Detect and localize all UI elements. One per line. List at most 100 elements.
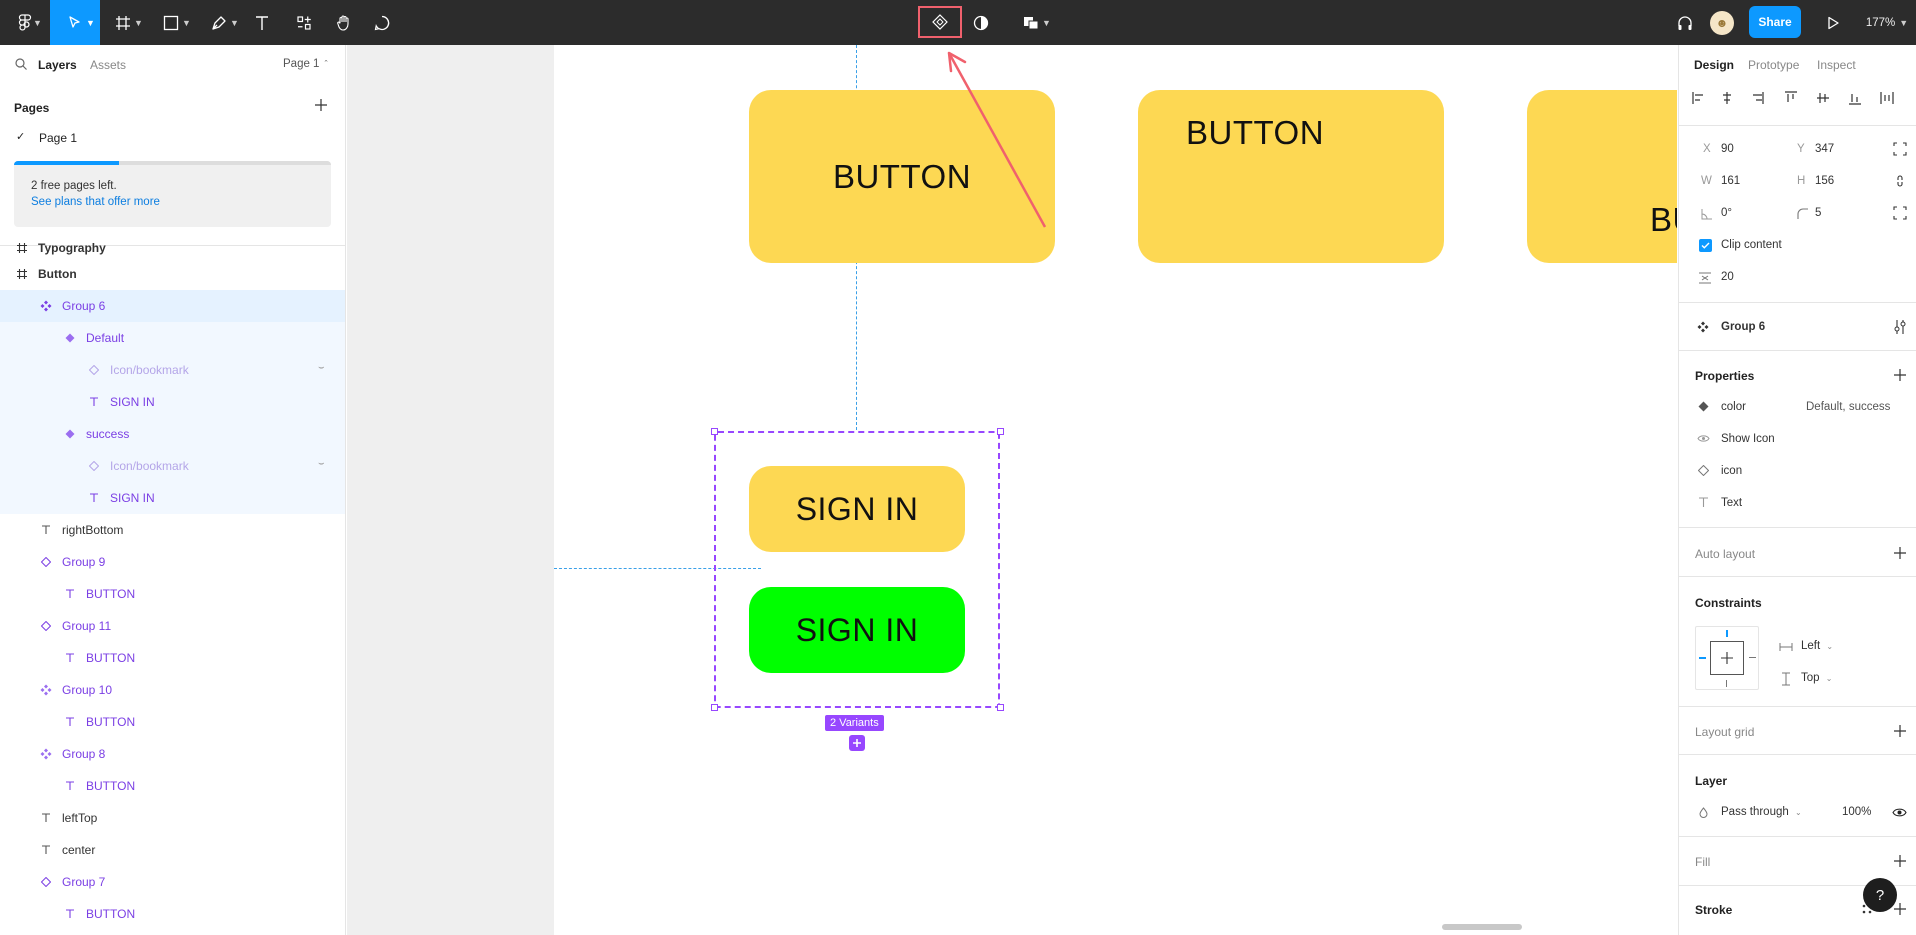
layer-row-lefttop[interactable]: leftTop	[0, 802, 345, 834]
add-page-button[interactable]	[314, 98, 328, 115]
w-input[interactable]: 161	[1721, 175, 1741, 187]
resize-handle[interactable]	[711, 428, 718, 435]
constraint-bottom-indicator[interactable]	[1726, 680, 1727, 687]
add-layout-grid-icon[interactable]	[1893, 724, 1907, 738]
upgrade-plans-link[interactable]: See plans that offer more	[31, 196, 160, 208]
component-set-frame[interactable]	[714, 431, 1000, 708]
canvas-button-3[interactable]: BU	[1527, 90, 1677, 263]
layer-row-group-6[interactable]: Group 6	[0, 290, 345, 322]
add-property-icon[interactable]	[1893, 368, 1907, 382]
tab-assets[interactable]: Assets	[90, 58, 127, 72]
clip-content-checkbox[interactable]	[1699, 239, 1712, 252]
move-tool-button[interactable]: ▼	[50, 0, 100, 45]
horizontal-constraint-select[interactable]: Left ⌄	[1801, 640, 1833, 652]
spacing-input[interactable]: 20	[1721, 271, 1734, 283]
alignment-toolbar-icon[interactable]	[1691, 90, 1907, 106]
page-item-page-1[interactable]: ✓ Page 1	[0, 122, 345, 152]
property-text[interactable]: Text	[1721, 497, 1743, 509]
property-color-value[interactable]: Default, success	[1806, 401, 1891, 413]
property-icon[interactable]: icon	[1721, 465, 1743, 477]
zoom-control[interactable]: 177% ▼	[1862, 0, 1912, 45]
layer-row-group-8[interactable]: Group 8	[0, 738, 345, 770]
canvas-button-1[interactable]: BUTTON	[749, 90, 1055, 263]
constraint-top-indicator[interactable]	[1726, 630, 1728, 637]
main-menu-button[interactable]: ▼	[0, 0, 50, 45]
constraint-right-indicator[interactable]	[1749, 657, 1756, 658]
tab-layers[interactable]: Layers	[38, 58, 77, 72]
opacity-input[interactable]: 100%	[1842, 806, 1872, 818]
mask-button[interactable]	[964, 0, 998, 45]
create-component-button[interactable]	[918, 6, 962, 38]
layer-label: Group 9	[62, 555, 106, 569]
hidden-eye-icon[interactable]: ⌣	[318, 458, 325, 469]
corner-radius-input[interactable]: 5	[1815, 207, 1822, 219]
layer-row-button-text[interactable]: BUTTON	[0, 770, 345, 802]
layer-row-icon-bookmark-1[interactable]: Icon/bookmark ⌣	[0, 354, 345, 386]
canvas-button-2[interactable]: BUTTON	[1138, 90, 1444, 263]
resources-button[interactable]	[286, 0, 322, 45]
frame-tool-button[interactable]: ▼	[100, 0, 146, 45]
layer-row-button-frame[interactable]: Button	[0, 258, 345, 290]
canvas[interactable]: BUTTON BUTTON BU SIGN IN SIGN IN 2 Varia…	[347, 45, 1677, 935]
property-color-name[interactable]: color	[1721, 401, 1746, 413]
layer-row-button-text[interactable]: BUTTON	[0, 642, 345, 674]
boolean-operations-button[interactable]: ▼	[1006, 0, 1056, 45]
present-button[interactable]	[1816, 0, 1850, 45]
constraints-widget[interactable]	[1695, 626, 1759, 690]
layer-row-button-text[interactable]: BUTTON	[0, 578, 345, 610]
layer-row-rightbottom[interactable]: rightBottom	[0, 514, 345, 546]
variant-success-button[interactable]: SIGN IN	[749, 587, 965, 673]
expand-corners-icon[interactable]	[1893, 142, 1907, 156]
layer-row-group-10[interactable]: Group 10	[0, 674, 345, 706]
property-show-icon[interactable]: Show Icon	[1721, 433, 1775, 445]
y-input[interactable]: 347	[1815, 143, 1835, 155]
shape-tool-button[interactable]: ▼	[148, 0, 194, 45]
blend-mode-select[interactable]: Pass through ⌄	[1721, 806, 1802, 818]
share-button[interactable]: Share	[1749, 6, 1801, 38]
layer-row-center[interactable]: center	[0, 834, 345, 866]
tab-prototype[interactable]: Prototype	[1748, 58, 1800, 72]
add-fill-icon[interactable]	[1893, 854, 1907, 868]
layer-row-group-9[interactable]: Group 9	[0, 546, 345, 578]
layer-row-icon-bookmark-2[interactable]: Icon/bookmark ⌣	[0, 450, 345, 482]
rotation-input[interactable]: 0°	[1721, 207, 1732, 219]
search-icon[interactable]	[14, 57, 28, 74]
audio-button[interactable]	[1670, 0, 1700, 45]
layer-row-group-7[interactable]: Group 7	[0, 866, 345, 898]
x-input[interactable]: 90	[1721, 143, 1734, 155]
comment-tool-button[interactable]	[364, 0, 400, 45]
layer-row-typography[interactable]: Typography	[0, 232, 345, 258]
add-auto-layout-icon[interactable]	[1893, 546, 1907, 560]
layer-row-group-11[interactable]: Group 11	[0, 610, 345, 642]
add-stroke-icon[interactable]	[1893, 902, 1907, 916]
layer-row-variant-success[interactable]: success	[0, 418, 345, 450]
constraint-left-indicator[interactable]	[1699, 657, 1706, 659]
mask-icon	[973, 15, 989, 30]
resize-handle[interactable]	[997, 704, 1004, 711]
add-variant-button[interactable]	[849, 735, 865, 751]
tab-inspect[interactable]: Inspect	[1817, 58, 1856, 72]
user-avatar[interactable]: ☻	[1707, 0, 1737, 45]
variant-default-button[interactable]: SIGN IN	[749, 466, 965, 552]
tab-design[interactable]: Design	[1694, 58, 1735, 72]
hidden-eye-icon[interactable]: ⌣	[318, 362, 325, 373]
constrain-proportions-icon[interactable]	[1894, 174, 1906, 188]
layer-row-sign-in-text-1[interactable]: SIGN IN	[0, 386, 345, 418]
page-selector[interactable]: Page 1 ˆ	[283, 58, 328, 70]
layer-row-variant-default[interactable]: Default	[0, 322, 345, 354]
resize-handle[interactable]	[997, 428, 1004, 435]
hand-tool-button[interactable]	[326, 0, 362, 45]
independent-corners-icon[interactable]	[1893, 206, 1907, 220]
h-input[interactable]: 156	[1815, 175, 1835, 187]
layer-row-button-text[interactable]: BUTTON	[0, 706, 345, 738]
component-settings-icon[interactable]	[1893, 319, 1907, 335]
horizontal-scrollbar[interactable]	[1442, 924, 1522, 930]
eye-icon[interactable]	[1892, 807, 1907, 818]
help-button[interactable]: ?	[1863, 878, 1897, 912]
layer-row-button-text[interactable]: BUTTON	[0, 898, 345, 930]
text-tool-button[interactable]	[244, 0, 280, 45]
vertical-constraint-select[interactable]: Top ⌄	[1801, 672, 1832, 684]
resize-handle[interactable]	[711, 704, 718, 711]
layer-row-sign-in-text-2[interactable]: SIGN IN	[0, 482, 345, 514]
pen-tool-button[interactable]: ▼	[196, 0, 242, 45]
